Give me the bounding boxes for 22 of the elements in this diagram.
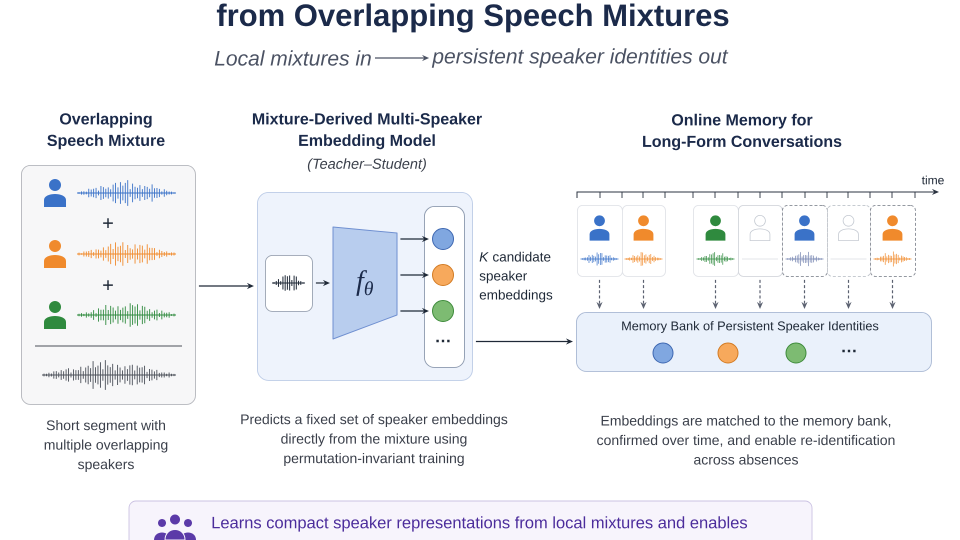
- plus-sign: +: [103, 280, 113, 290]
- plus-sign: +: [103, 218, 113, 228]
- encoder-trapezoid: f$_{θ}$: [332, 226, 398, 340]
- subtitle-text: persistent speaker identities out: [432, 48, 728, 68]
- panel-caption: Predicts a fixed set of speaker embeddings directly from the mixture using permutation-invariant training: [241, 414, 508, 466]
- section-caption: Embeddings are matched to the memory bank, confirmed over time, and enable re-identification across absences: [597, 415, 894, 465]
- panel-heading: Mixture-Derived Multi-Speaker Embedding Model: [252, 112, 482, 150]
- axis-label: time: [922, 176, 944, 184]
- subtitle-text: Local mixtures in: [214, 50, 371, 66]
- info-banner: Learns compact speaker representations from local mixtures and enables: [128, 500, 812, 540]
- section-heading: Online Memory for Long-Form Conversations: [643, 114, 842, 150]
- panel-subheading: (Teacher–Student): [308, 158, 426, 172]
- embedding-caption: K candidate speaker embeddings: [480, 252, 552, 302]
- embedding-circle: [432, 228, 454, 250]
- panel-caption: Short segment with multiple overlapping speakers: [44, 420, 168, 472]
- ellipsis: …: [436, 340, 450, 342]
- ellipsis: …: [842, 350, 856, 352]
- waveform-box: [265, 255, 313, 312]
- embedding-circle: [432, 300, 454, 322]
- diagram-title: from Overlapping Speech Mixtures: [216, 3, 728, 33]
- embedding-circle: [432, 264, 454, 286]
- panel-heading: Overlapping Speech Mixture: [47, 112, 165, 150]
